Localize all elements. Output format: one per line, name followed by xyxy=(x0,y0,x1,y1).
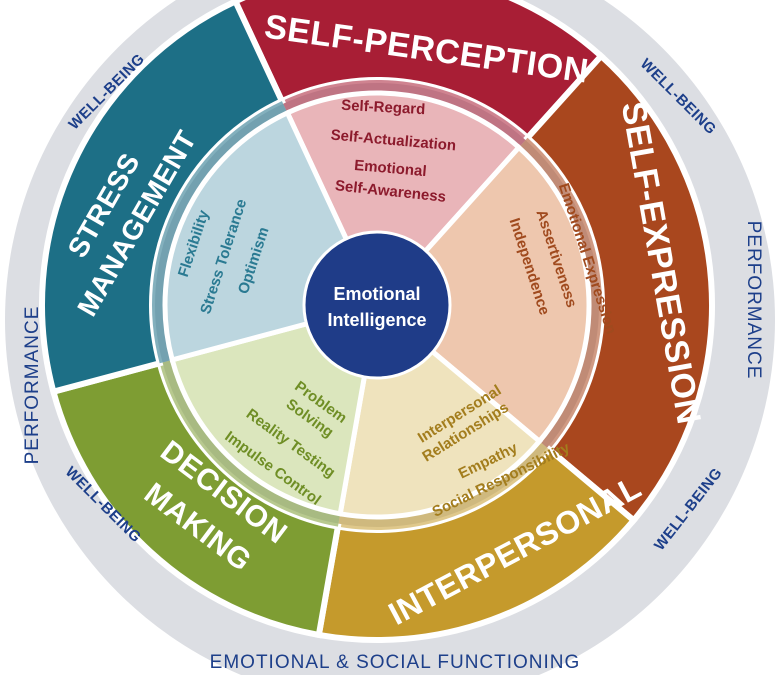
self-perception-inner-wedge xyxy=(284,90,523,310)
category-sectors xyxy=(39,0,715,643)
interpersonal-ring-band xyxy=(337,441,550,530)
performance-right-label: PERFORMANCE xyxy=(743,221,764,380)
center-label-line-1: Emotional xyxy=(333,284,420,304)
center-circle xyxy=(302,230,452,380)
subscale-emotional-line-1: Emotional xyxy=(354,157,428,180)
self-expression-ring-band xyxy=(518,137,602,450)
center-label-line-2: Intelligence xyxy=(327,310,426,330)
emotional-social-functioning-label: EMOTIONAL & SOCIAL FUNCTIONING xyxy=(210,652,581,673)
self-expression-inner-wedge xyxy=(373,143,592,445)
subscale-self-regard: Self-Regard xyxy=(341,97,426,118)
performance-left-label: PERFORMANCE xyxy=(22,306,43,465)
